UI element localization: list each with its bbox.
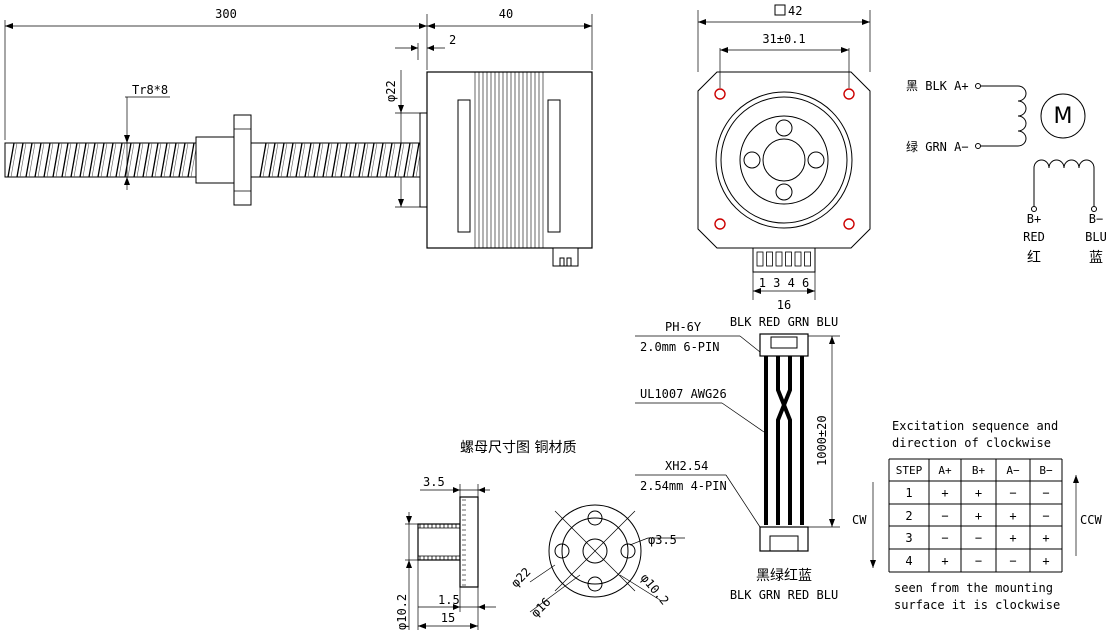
cable-length: 1000±20 <box>815 415 829 466</box>
mount-hole-tr <box>843 88 855 100</box>
table-cell: − <box>1009 554 1016 568</box>
nut-drawings: 螺母尺寸图 铜材质 3.5 φ10.2 1.5 15 <box>395 440 685 630</box>
table-cell: − <box>975 554 982 568</box>
front-view: 42 31±0.1 1 3 4 6 16 <box>697 4 871 312</box>
ph-label: PH-6Y <box>665 320 702 334</box>
ccw-label: CCW <box>1080 513 1102 527</box>
table-header-2: B+ <box>972 464 986 477</box>
cable-top-colors: BLK RED GRN BLU <box>730 315 838 329</box>
table-cell: + <box>1009 509 1016 523</box>
table-cell: + <box>941 486 948 500</box>
mount-hole-tl <box>714 88 726 100</box>
table-header-1: A+ <box>938 464 952 477</box>
cable-assembly: BLK RED GRN BLU 1000±20 PH-6Y 2.0mm 6-PI… <box>635 315 840 602</box>
table-cell: − <box>1042 486 1049 500</box>
bottom-colors-cn: 黑绿红蓝 <box>756 568 812 584</box>
dim-connector-width: 16 <box>777 298 791 312</box>
table-header-3: A− <box>1006 464 1020 477</box>
wire-a-minus-label: 绿 GRN A− <box>906 139 969 154</box>
motor-body-side <box>419 71 593 267</box>
nut-dia-22: φ22 <box>508 565 533 590</box>
dim-square: 42 <box>788 4 802 18</box>
xh-label: XH2.54 <box>665 459 708 473</box>
dim-boss-length: 2 <box>449 33 456 47</box>
dim-hole-pitch: 31±0.1 <box>762 32 805 46</box>
excitation-title-2: direction of clockwise <box>892 436 1051 450</box>
table-cell: 3 <box>905 531 912 545</box>
table-cell: + <box>1042 554 1049 568</box>
wire-b-plus-cn: 红 <box>1027 250 1041 266</box>
table-cell: + <box>1042 531 1049 545</box>
nut-dia-102: φ10.2 <box>395 594 409 630</box>
table-cell: 4 <box>905 554 912 568</box>
bottom-colors: BLK GRN RED BLU <box>730 588 838 602</box>
ph-desc: 2.0mm 6-PIN <box>640 340 719 354</box>
table-cell: − <box>941 531 948 545</box>
wire-b-plus: B+ <box>1027 212 1041 226</box>
table-cell: + <box>975 509 982 523</box>
table-cell: + <box>975 486 982 500</box>
wire-b-minus-blu: BLU <box>1085 230 1107 244</box>
wire-label: UL1007 AWG26 <box>640 387 727 401</box>
nut-dia-16: φ16 <box>528 595 553 620</box>
excitation-note-1: seen from the mounting <box>894 581 1053 595</box>
dim-motor-length: 40 <box>499 7 513 21</box>
cw-label: CW <box>852 513 867 527</box>
table-cell: − <box>1009 486 1016 500</box>
connector-pins: 1 3 4 6 <box>759 276 810 290</box>
wire-b-minus-cn: 蓝 <box>1089 250 1103 266</box>
table-cell: + <box>941 554 948 568</box>
screw-nut <box>195 114 252 206</box>
side-view: 300 40 2 φ22 Tr8*8 <box>4 7 593 267</box>
table-cell: 1 <box>905 486 912 500</box>
dim-screw-length: 300 <box>215 7 237 21</box>
nut-hole: φ3.5 <box>648 533 677 547</box>
dim-boss-dia: φ22 <box>384 80 398 102</box>
table-header-0: STEP <box>896 464 923 477</box>
wire-b-plus-red: RED <box>1023 230 1045 244</box>
motor-symbol: M <box>1054 104 1073 129</box>
mount-hole-br <box>843 218 855 230</box>
nut-title: 螺母尺寸图 铜材质 <box>460 440 576 456</box>
table-header-4: B− <box>1039 464 1053 477</box>
excitation-table: Excitation sequence and direction of clo… <box>852 419 1102 612</box>
wiring-schematic: 黑 BLK A+ 绿 GRN A− M B+ RED 红 B− BLU 蓝 <box>906 79 1107 266</box>
nut-length: 15 <box>441 611 455 625</box>
xh-desc: 2.54mm 4-PIN <box>640 479 727 493</box>
table-cell: − <box>975 531 982 545</box>
table-cell: + <box>1009 531 1016 545</box>
table-cell: 2 <box>905 509 912 523</box>
table-cell: − <box>941 509 948 523</box>
excitation-note-2: surface it is clockwise <box>894 598 1060 612</box>
excitation-title-1: Excitation sequence and <box>892 419 1058 433</box>
thread-label: Tr8*8 <box>132 83 168 97</box>
table-cell: − <box>1042 509 1049 523</box>
wire-b-minus: B− <box>1089 212 1103 226</box>
mount-hole-bl <box>714 218 726 230</box>
nut-flange: 3.5 <box>423 475 445 489</box>
wire-a-plus-label: 黑 BLK A+ <box>906 79 969 93</box>
nut-step: 1.5 <box>438 593 460 607</box>
